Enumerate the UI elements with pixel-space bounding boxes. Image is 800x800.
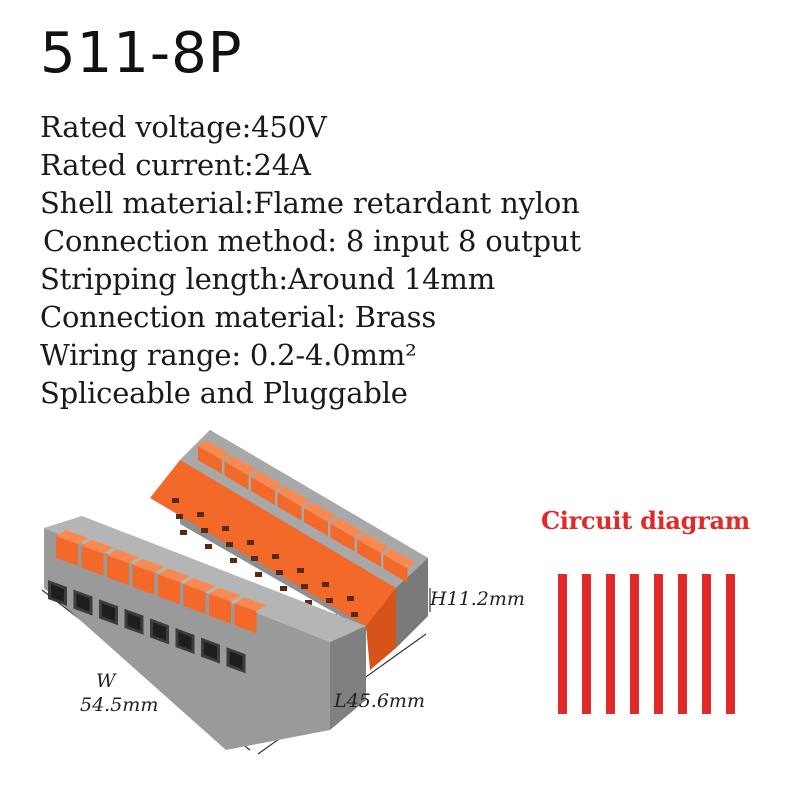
center-slot bbox=[305, 600, 312, 605]
spec-rated-current: Rated current:24A bbox=[40, 148, 311, 182]
front-lever-top bbox=[132, 558, 165, 573]
front-lever bbox=[158, 574, 180, 605]
center-slot bbox=[322, 582, 329, 587]
center-slot bbox=[255, 572, 262, 577]
spec-list: Rated voltage:450V Rated current:24A She… bbox=[40, 108, 581, 412]
front-lever-top bbox=[183, 578, 216, 592]
front-lever bbox=[107, 555, 129, 586]
circuit-line bbox=[606, 574, 615, 714]
back-lever-top bbox=[251, 471, 283, 491]
front-lever bbox=[209, 593, 231, 624]
wire-port-hole bbox=[229, 651, 243, 670]
front-wire-ports bbox=[48, 580, 246, 674]
circuit-diagram bbox=[558, 574, 735, 714]
center-slot bbox=[176, 514, 183, 519]
spec-stripping-length: Stripping length:Around 14mm bbox=[40, 262, 496, 296]
wire-port-hole bbox=[76, 593, 90, 612]
front-lever-top bbox=[234, 597, 267, 612]
back-lever bbox=[357, 539, 381, 567]
connector-front-top bbox=[44, 516, 366, 642]
circuit-line bbox=[654, 574, 663, 714]
front-lever bbox=[132, 564, 155, 595]
center-slot bbox=[280, 586, 287, 591]
back-lever bbox=[277, 492, 302, 521]
back-lever bbox=[330, 523, 355, 552]
height-dimension-label: H11.2mm bbox=[430, 588, 525, 610]
wire-port-hole bbox=[102, 603, 115, 622]
wire-port-hole bbox=[127, 612, 141, 631]
center-slot bbox=[226, 542, 233, 547]
length-dimension-label: L45.6mm bbox=[334, 690, 425, 712]
front-lever-top bbox=[158, 568, 190, 583]
connector-center-side bbox=[366, 588, 396, 670]
back-levers bbox=[198, 440, 416, 583]
back-lever-top bbox=[198, 440, 230, 460]
spec-rated-voltage: Rated voltage:450V bbox=[40, 110, 327, 144]
front-levers bbox=[56, 530, 267, 634]
front-lever-top bbox=[209, 587, 241, 602]
spec-spliceable: Spliceable and Pluggable bbox=[40, 376, 408, 410]
wire-port-hole bbox=[178, 632, 192, 650]
connector-center-top bbox=[150, 460, 396, 626]
center-slot bbox=[251, 556, 258, 561]
connector-product-image bbox=[41, 430, 431, 755]
back-lever bbox=[304, 508, 328, 536]
wire-port-hole bbox=[51, 584, 64, 602]
connector-front-side bbox=[330, 626, 366, 730]
back-lever bbox=[198, 446, 222, 474]
circuit-line bbox=[702, 574, 711, 714]
circuit-line bbox=[630, 574, 639, 714]
circuit-line bbox=[558, 574, 567, 714]
spec-connection-material: Connection material: Brass bbox=[40, 300, 437, 334]
back-lever-top bbox=[357, 533, 389, 553]
center-slot bbox=[180, 530, 187, 535]
front-lever bbox=[234, 603, 257, 634]
center-slot bbox=[172, 498, 179, 503]
back-lever bbox=[383, 554, 408, 583]
width-dimension-label: W bbox=[96, 670, 116, 692]
center-slot bbox=[326, 598, 333, 603]
center-slot bbox=[301, 584, 308, 589]
center-slot bbox=[347, 596, 354, 601]
product-title: 511-8P bbox=[40, 21, 243, 86]
center-slot bbox=[222, 526, 229, 531]
front-lever bbox=[81, 545, 104, 576]
circuit-line bbox=[726, 574, 735, 714]
spec-connection-method: Connection method: 8 input 8 output bbox=[43, 224, 581, 258]
center-slot bbox=[276, 570, 283, 575]
center-slot bbox=[201, 528, 208, 533]
front-lever-top bbox=[107, 549, 139, 564]
back-lever-top bbox=[304, 502, 336, 522]
center-slot bbox=[351, 612, 358, 617]
circuit-line bbox=[582, 574, 591, 714]
center-slot bbox=[247, 540, 254, 545]
spec-shell-material: Shell material:Flame retardant nylon bbox=[40, 186, 580, 220]
center-slot bbox=[297, 568, 304, 573]
back-lever-top bbox=[277, 486, 310, 507]
back-lever-top bbox=[330, 517, 363, 538]
back-lever-top bbox=[224, 455, 257, 476]
front-lever bbox=[56, 536, 78, 566]
width-dimension-value: 54.5mm bbox=[80, 694, 159, 716]
circuit-diagram-title: Circuit diagram bbox=[541, 506, 750, 535]
circuit-line bbox=[678, 574, 687, 714]
front-lever bbox=[183, 584, 206, 614]
wire-port-hole bbox=[153, 622, 166, 641]
front-lever-top bbox=[56, 530, 88, 544]
center-slot bbox=[197, 512, 204, 517]
spec-wiring-range: Wiring range: 0.2-4.0mm² bbox=[40, 338, 417, 372]
center-slot bbox=[205, 544, 212, 549]
back-lever bbox=[224, 461, 249, 490]
front-lever-top bbox=[81, 539, 114, 554]
center-slot bbox=[272, 554, 279, 559]
wire-port-hole bbox=[204, 641, 217, 660]
back-lever-top bbox=[383, 548, 416, 569]
back-lever bbox=[251, 477, 275, 505]
center-slot bbox=[230, 558, 237, 563]
connector-back-side bbox=[396, 558, 428, 648]
